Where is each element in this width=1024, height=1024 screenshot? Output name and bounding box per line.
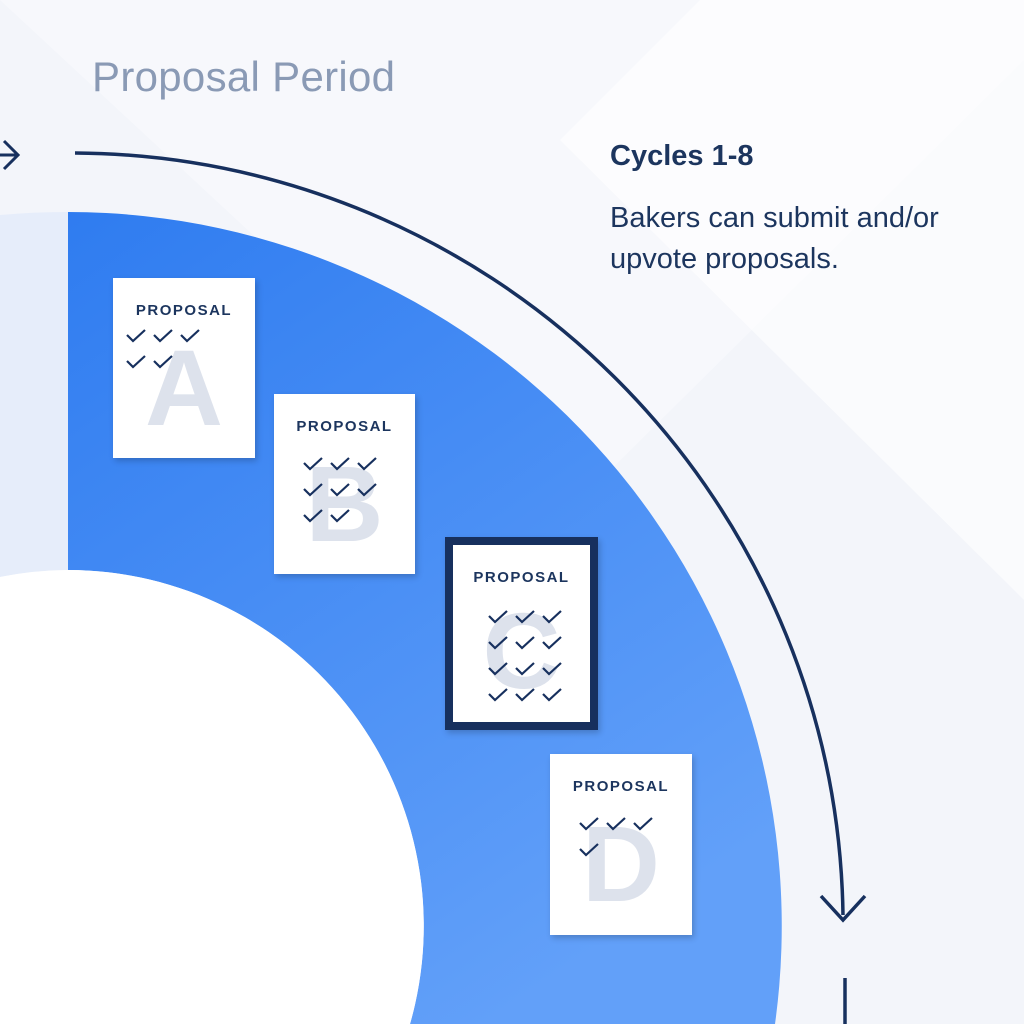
check-icon xyxy=(606,817,626,831)
proposal-letter: B xyxy=(305,443,384,564)
check-icon xyxy=(180,329,200,343)
check-icon xyxy=(488,662,508,676)
check-icon xyxy=(515,688,535,702)
proposal-label: PROPOSAL xyxy=(296,418,393,435)
period-description: Bakers can submit and/or upvote proposal… xyxy=(610,202,939,275)
previous-period-sector xyxy=(0,211,68,577)
check-icon xyxy=(488,688,508,702)
check-icon xyxy=(542,610,562,624)
check-icon xyxy=(357,457,377,471)
proposal-card-c-selected[interactable]: PROPOSAL C xyxy=(445,537,598,730)
check-icon xyxy=(579,843,599,857)
inner-circle xyxy=(0,570,424,1024)
period-title: Proposal Period xyxy=(92,53,396,100)
check-icon xyxy=(542,662,562,676)
check-icon xyxy=(126,355,146,369)
vote-checks xyxy=(579,817,653,857)
arrow-head-icon xyxy=(819,894,867,923)
check-icon xyxy=(515,662,535,676)
check-icon xyxy=(542,688,562,702)
check-icon xyxy=(542,636,562,650)
proposal-card-d[interactable]: PROPOSAL D xyxy=(550,754,692,935)
check-icon xyxy=(488,636,508,650)
check-icon xyxy=(579,817,599,831)
check-icon xyxy=(330,483,350,497)
incoming-arrow-head-icon xyxy=(2,139,21,171)
progress-arrow-arc xyxy=(74,151,845,916)
check-icon xyxy=(303,509,323,523)
proposal-label: PROPOSAL xyxy=(135,302,233,319)
check-icon xyxy=(488,610,508,624)
check-icon xyxy=(153,355,173,369)
proposal-card-a[interactable]: PROPOSAL A xyxy=(113,278,255,458)
check-icon xyxy=(330,457,350,471)
check-icon xyxy=(515,636,535,650)
proposal-letter: C xyxy=(482,590,561,711)
vote-checks xyxy=(126,329,200,369)
vote-checks xyxy=(488,610,562,702)
check-icon xyxy=(515,610,535,624)
check-icon xyxy=(153,329,173,343)
proposal-card-b[interactable]: PROPOSAL B xyxy=(274,394,415,574)
check-icon xyxy=(303,483,323,497)
check-icon xyxy=(330,509,350,523)
check-icon xyxy=(357,483,377,497)
proposal-label: PROPOSAL xyxy=(473,569,570,586)
proposal-letter: A xyxy=(145,327,223,448)
vote-checks xyxy=(303,457,377,523)
check-icon xyxy=(303,457,323,471)
proposal-label: PROPOSAL xyxy=(572,778,670,795)
check-icon xyxy=(126,329,146,343)
background-band xyxy=(560,0,1024,600)
proposal-letter: D xyxy=(582,803,660,924)
cycles-heading: Cycles 1-8 xyxy=(610,140,754,172)
check-icon xyxy=(633,817,653,831)
